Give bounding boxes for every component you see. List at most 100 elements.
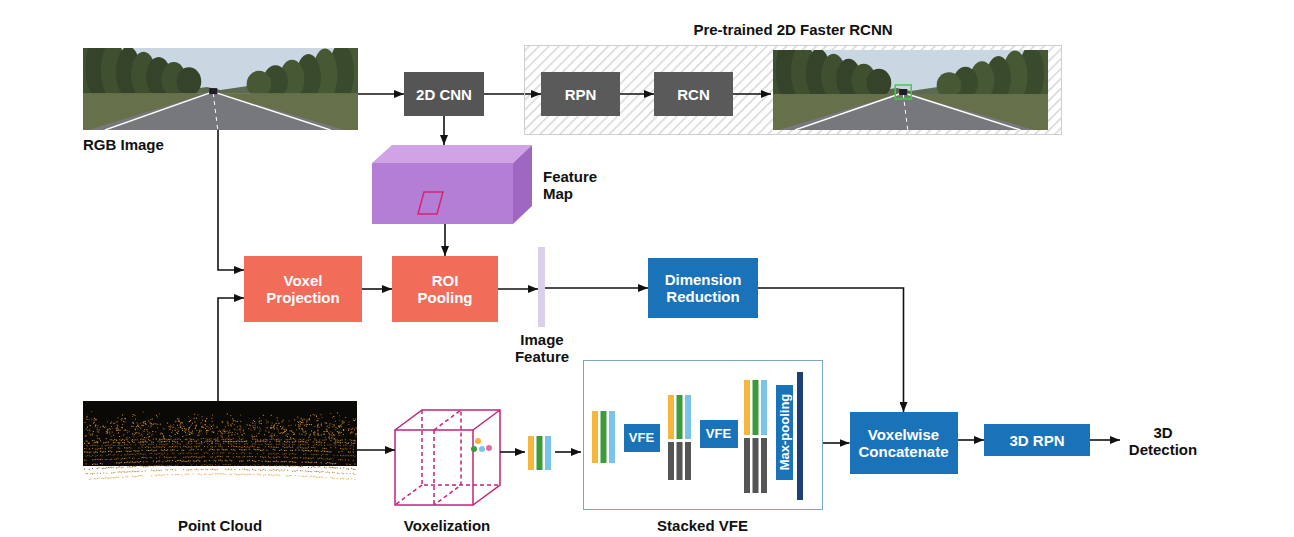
lidar-point (330, 467, 331, 468)
lidar-point (290, 475, 291, 476)
lidar-point (194, 469, 195, 470)
lidar-point (321, 423, 322, 424)
lidar-point (94, 452, 95, 453)
lidar-point (319, 477, 320, 478)
lidar-point (153, 424, 154, 425)
lidar-point (287, 433, 288, 434)
lidar-point (333, 434, 334, 435)
lidar-point (239, 446, 240, 447)
lidar-point (171, 426, 172, 427)
lidar-point (343, 478, 344, 479)
lidar-point (340, 442, 341, 443)
lidar-point (289, 454, 290, 455)
lidar-point (355, 434, 356, 435)
lidar-point (178, 421, 179, 422)
lidar-point (84, 448, 85, 449)
lidar-point (254, 461, 255, 462)
lidar-point (240, 432, 241, 433)
lidar-point (309, 419, 310, 420)
lidar-point (298, 425, 299, 426)
lidar-point (249, 425, 250, 426)
lidar-point (92, 445, 93, 446)
lidar-point (114, 442, 115, 443)
lidar-point (196, 457, 197, 458)
lidar-point (283, 420, 284, 421)
lidar-point (230, 452, 231, 453)
lidar-point (106, 473, 107, 474)
lidar-point (226, 431, 227, 432)
lidar-point (233, 453, 234, 454)
lidar-point (258, 441, 259, 442)
lidar-point (334, 463, 335, 464)
lidar-point (178, 460, 179, 461)
lidar-point (152, 419, 153, 420)
lidar-point (130, 471, 131, 472)
lidar-point (130, 451, 131, 452)
lidar-point (161, 439, 162, 440)
lidar-point (125, 430, 126, 431)
lidar-point (95, 426, 96, 427)
lidar-point (220, 456, 221, 457)
lidar-point (119, 445, 120, 446)
lidar-point (319, 442, 320, 443)
lidar-point (146, 429, 147, 430)
lidar-point (142, 439, 143, 440)
lidar-point (284, 457, 285, 458)
lidar-point (199, 446, 200, 447)
lidar-point (276, 428, 277, 429)
lidar-point (341, 424, 342, 425)
lidar-point (334, 467, 335, 468)
lidar-point (191, 453, 192, 454)
lidar-point (121, 427, 122, 428)
lidar-point (332, 432, 333, 433)
lidar-point (156, 458, 157, 459)
lidar-point (234, 465, 235, 466)
lidar-point (272, 423, 273, 424)
lidar-point (178, 443, 179, 444)
lidar-point (290, 450, 291, 451)
point-cloud-ground (83, 401, 357, 466)
lidar-point (353, 449, 354, 450)
lidar-point (123, 434, 124, 435)
lidar-point (351, 429, 352, 430)
lidar-point (286, 465, 287, 466)
lidar-point (322, 450, 323, 451)
lidar-point (305, 470, 306, 471)
lidar-point (177, 443, 178, 444)
lidar-point (303, 419, 304, 420)
lidar-point (135, 451, 136, 452)
lidar-point (151, 425, 152, 426)
lidar-point (304, 419, 305, 420)
lidar-point (309, 436, 310, 437)
lidar-point (118, 442, 119, 443)
tree (177, 67, 202, 96)
lidar-point (293, 438, 294, 439)
lidar-point (191, 441, 192, 442)
lidar-point (335, 427, 336, 428)
lidar-point (340, 448, 341, 449)
lidar-point (151, 423, 152, 424)
lidar-point (198, 446, 199, 447)
lidar-point (151, 475, 152, 476)
feature-map-top (372, 145, 532, 163)
feature-stripe (545, 436, 551, 470)
lidar-point (316, 440, 317, 441)
lidar-point (326, 454, 327, 455)
lidar-point (118, 472, 119, 473)
lidar-point (178, 453, 179, 454)
lidar-point (105, 448, 106, 449)
lidar-point (326, 451, 327, 452)
lidar-point (270, 427, 271, 428)
lidar-point (98, 448, 99, 449)
lidar-point (138, 426, 139, 427)
lidar-point (161, 475, 162, 476)
lidar-point (152, 424, 153, 425)
lidar-point (228, 435, 229, 436)
lidar-point (259, 421, 260, 422)
lidar-point (322, 448, 323, 449)
lidar-point (175, 461, 176, 462)
lidar-point (186, 453, 187, 454)
lidar-point (110, 445, 111, 446)
lidar-point (295, 425, 296, 426)
lidar-point (273, 427, 274, 428)
